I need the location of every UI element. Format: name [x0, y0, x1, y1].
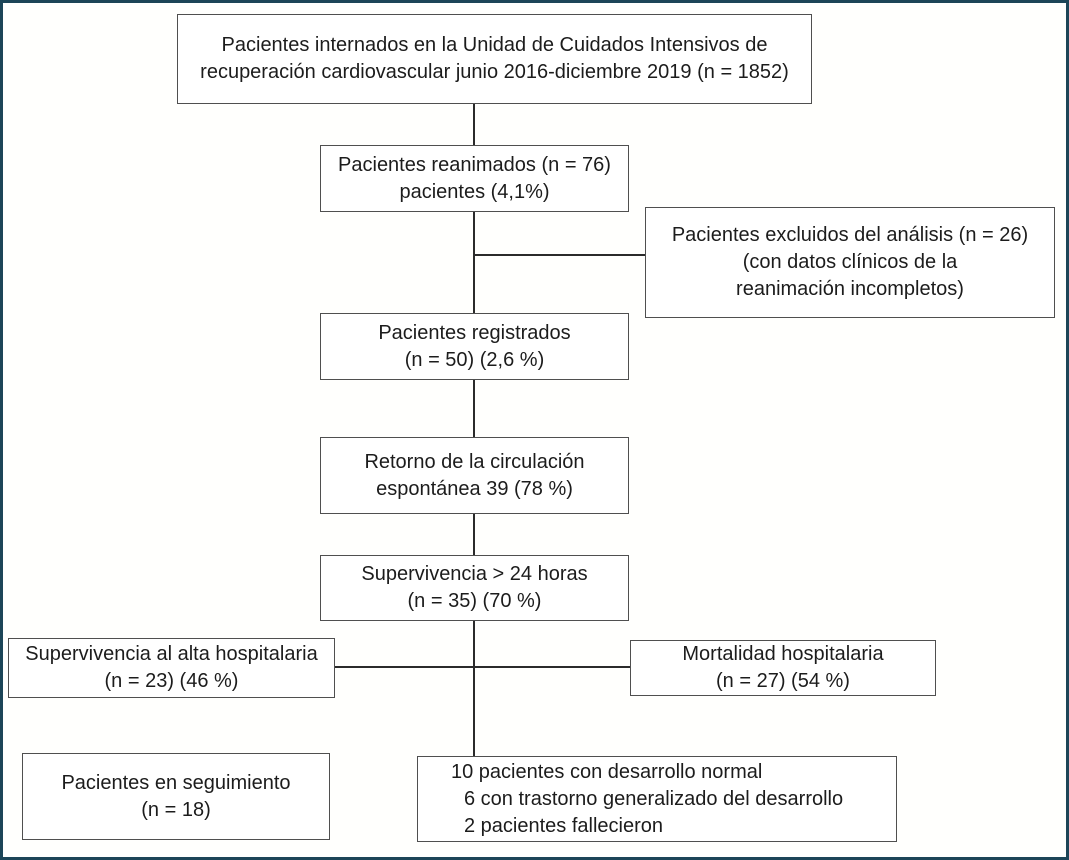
- box-supervivencia-alta-hospitalaria: Supervivencia al alta hospitalaria (n = …: [8, 638, 335, 698]
- box-mortalidad-hospitalaria: Mortalidad hospitalaria (n = 27) (54 %): [630, 640, 936, 696]
- connector-supervivencia24-desenlaces: [473, 620, 475, 757]
- box-text-line: 6 con trastorno generalizado del desarro…: [464, 787, 844, 810]
- box-text-line: Pacientes excluidos del análisis (n = 26…: [671, 224, 1029, 246]
- box-text-line: Mortalidad hospitalaria: [682, 643, 884, 665]
- box-desenlaces-seguimiento: 10 pacientes con desarrollo normal 6 con…: [417, 756, 897, 842]
- box-text-line: (con datos clínicos de la: [742, 251, 958, 273]
- box-text-line: Retorno de la circulación: [364, 450, 585, 473]
- box-text-line: (n = 50) (2,6 %): [404, 348, 545, 371]
- box-pacientes-excluidos: Pacientes excluidos del análisis (n = 26…: [645, 207, 1055, 318]
- box-pacientes-reanimados: Pacientes reanimados (n = 76) pacientes …: [320, 145, 629, 212]
- box-text-line: pacientes (4,1%): [399, 180, 550, 203]
- box-text-line: espontánea 39 (78 %): [376, 477, 573, 500]
- box-retorno-circulacion: Retorno de la circulación espontánea 39 …: [320, 437, 629, 514]
- box-text-line: 2 pacientes fallecieron: [464, 814, 664, 837]
- box-text-line: recuperación cardiovascular junio 2016-d…: [200, 61, 789, 83]
- box-text-line: Supervivencia al alta hospitalaria: [25, 643, 318, 665]
- connector-admitted-reanimados: [473, 103, 475, 146]
- box-text-line: Pacientes registrados: [378, 321, 571, 344]
- box-text-line: 10 pacientes con desarrollo normal: [451, 760, 763, 783]
- connector-retorno-supervivencia24: [473, 512, 475, 556]
- connector-branch-alta-mortalidad: [334, 666, 631, 668]
- box-text-line: (n = 35) (70 %): [407, 590, 542, 612]
- box-pacientes-registrados: Pacientes registrados (n = 50) (2,6 %): [320, 313, 629, 380]
- box-text-line: Pacientes reanimados (n = 76): [338, 153, 611, 176]
- box-text-line: (n = 18): [141, 798, 211, 821]
- connector-registrados-retorno: [473, 379, 475, 438]
- box-text-line: Supervivencia > 24 horas: [361, 563, 588, 585]
- box-text-line: (n = 23) (46 %): [104, 670, 239, 692]
- box-text-line: (n = 27) (54 %): [716, 670, 850, 692]
- box-supervivencia-24-horas: Supervivencia > 24 horas (n = 35) (70 %): [320, 555, 629, 621]
- box-text-line: reanimación incompletos): [736, 278, 964, 300]
- box-pacientes-seguimiento: Pacientes en seguimiento (n = 18): [22, 753, 330, 840]
- connector-reanimados-registrados: [473, 212, 475, 314]
- connector-branch-excluidos: [474, 254, 646, 256]
- box-pacientes-internados: Pacientes internados en la Unidad de Cui…: [177, 14, 812, 104]
- box-text-line: Pacientes en seguimiento: [61, 771, 291, 794]
- box-text-line: Pacientes internados en la Unidad de Cui…: [221, 34, 768, 56]
